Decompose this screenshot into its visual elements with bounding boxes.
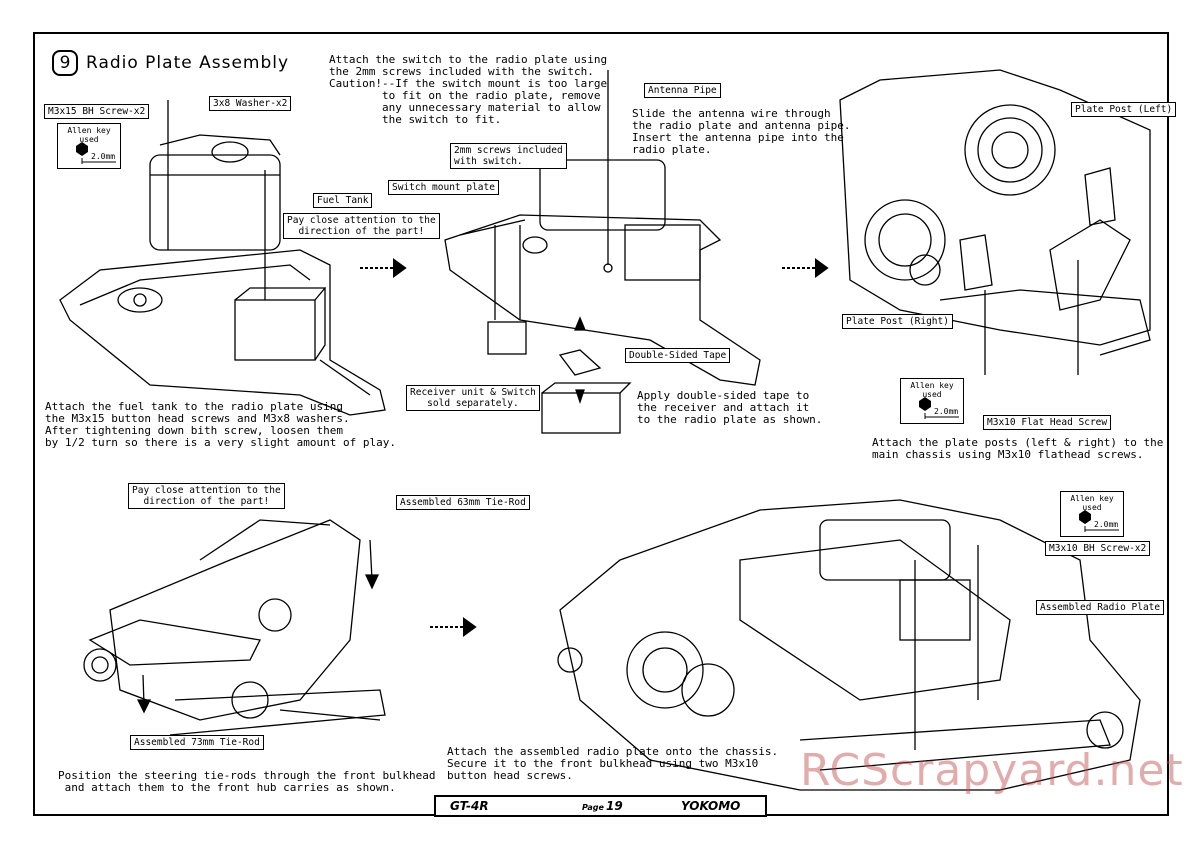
footer-page-number: 19: [606, 799, 623, 813]
label-tie-rod-63: Assembled 63mm Tie-Rod: [396, 495, 530, 510]
instruction-tie-rods: Position the steering tie-rods through t…: [58, 769, 436, 794]
label-2mm-screws: 2mm screws included with switch.: [450, 143, 567, 169]
label-m3x15-screw: M3x15 BH Screw-x2: [44, 104, 150, 119]
label-switch-mount: Switch mount plate: [388, 180, 499, 195]
allen-key-box-1: Allen key used 2.0mm: [57, 123, 121, 169]
label-antenna-pipe: Antenna Pipe: [644, 83, 721, 98]
watermark: RCScrapyard.net: [800, 745, 1184, 796]
footer-page-label: Page: [582, 803, 604, 812]
step-number: 9: [52, 50, 78, 76]
label-plate-post-left: Plate Post (Left): [1071, 102, 1177, 117]
footer-brand: YOKOMO: [681, 799, 741, 813]
flow-arrows: [360, 258, 829, 637]
label-washer: 3x8 Washer-x2: [209, 96, 292, 111]
instruction-antenna: Slide the antenna wire through the radio…: [632, 107, 851, 156]
allen-key-size: 2.0mm: [934, 407, 959, 416]
instruction-plate-posts: Attach the plate posts (left & right) to…: [872, 436, 1164, 461]
allen-key-box-2: Allen key used 2.0mm: [900, 378, 964, 424]
instruction-fuel-tank: Attach the fuel tank to the radio plate …: [45, 400, 396, 449]
allen-key-caption: Allen key used: [910, 381, 954, 399]
allen-key-box-3: Allen key used 2.0mm: [1060, 491, 1124, 537]
front-suspension-drawing: [83, 519, 386, 736]
page-footer: GT-4R Page 19 YOKOMO: [434, 795, 767, 817]
label-attention-1: Pay close attention to the direction of …: [283, 213, 440, 239]
step-title: Radio Plate Assembly: [86, 53, 290, 73]
label-plate-post-right: Plate Post (Right): [842, 314, 953, 329]
chassis-drawing-1: [839, 69, 1151, 375]
footer-model: GT-4R: [450, 799, 489, 813]
radio-plate-drawing-1: [59, 100, 386, 416]
allen-key-caption: Allen key used: [67, 126, 111, 144]
hex-key-icon: [919, 397, 959, 419]
label-tie-rod-73: Assembled 73mm Tie-Rod: [130, 735, 264, 750]
allen-key-caption: Allen key used: [1070, 494, 1114, 512]
label-fuel-tank: Fuel Tank: [313, 193, 373, 208]
step-heading: 9 Radio Plate Assembly: [52, 50, 289, 76]
label-assembled-radio-plate: Assembled Radio Plate: [1036, 600, 1165, 615]
label-m3x10-bh-screw: M3x10 BH Screw-x2: [1045, 541, 1151, 556]
instruction-receiver: Apply double-sided tape to the receiver …: [637, 389, 823, 426]
instruction-radio-plate: Attach the assembled radio plate onto th…: [447, 745, 779, 782]
label-receiver-switch: Receiver unit & Switch sold separately.: [406, 385, 540, 411]
label-attention-2: Pay close attention to the direction of …: [128, 483, 285, 509]
allen-key-size: 2.0mm: [1094, 520, 1119, 529]
label-m3x10-flat-screw: M3x10 Flat Head Screw: [983, 415, 1112, 430]
hex-key-icon: [1079, 510, 1119, 532]
chassis-drawing-2: [557, 499, 1141, 791]
radio-plate-drawing-2: [444, 70, 761, 434]
label-double-tape: Double-Sided Tape: [625, 348, 731, 363]
instruction-switch: Attach the switch to the radio plate usi…: [329, 53, 608, 126]
allen-key-size: 2.0mm: [91, 152, 116, 161]
hex-key-icon: [76, 142, 116, 164]
